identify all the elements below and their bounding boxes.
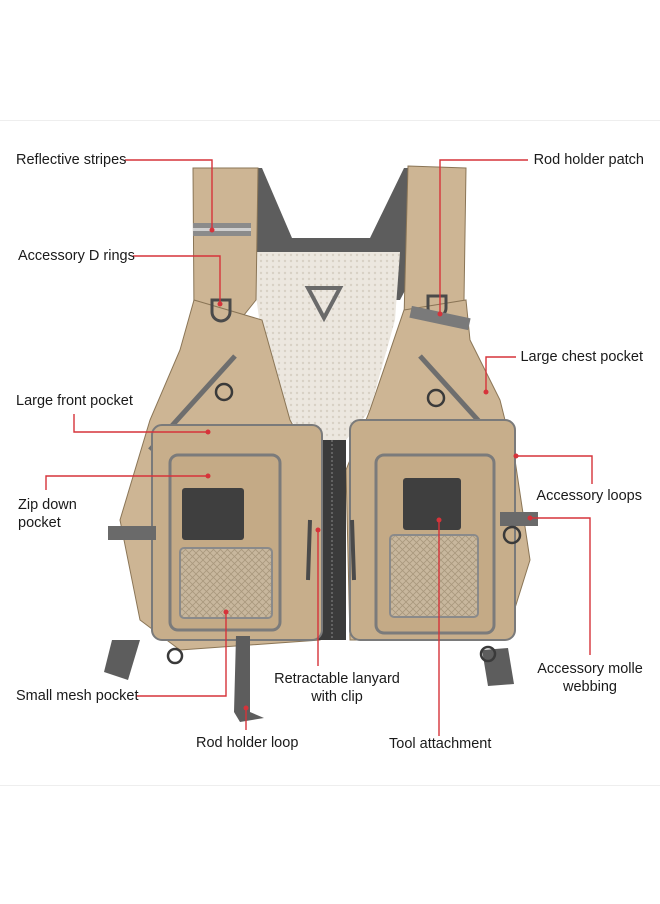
label-tool-attachment: Tool attachment [389, 736, 492, 752]
zipper-clip [426, 388, 446, 408]
accessory-loop-clip [166, 647, 184, 665]
label-large-chest-pocket: Large chest pocket [520, 349, 643, 365]
left-side-webbing [108, 526, 156, 540]
right-mesh-pocket [389, 534, 479, 618]
label-accessory-molle-line2: webbing [562, 679, 617, 695]
label-accessory-d-rings: Accessory D rings [18, 248, 135, 264]
label-reflective-stripes: Reflective stripes [16, 152, 127, 168]
accessory-loop-clip [502, 525, 522, 545]
label-zip-down-line1: Zip down [18, 497, 77, 513]
mesh-back-panel [250, 252, 400, 460]
left-bottom-strap [104, 640, 140, 680]
d-ring-left [210, 298, 232, 323]
label-rod-holder-patch: Rod holder patch [533, 152, 644, 168]
d-ring-center [304, 286, 344, 323]
left-mesh-pocket [179, 547, 273, 619]
label-accessory-loops: Accessory loops [536, 488, 642, 504]
label-small-mesh-pocket: Small mesh pocket [16, 688, 139, 704]
label-retractable-lanyard-line2: with clip [311, 689, 363, 705]
right-tool-patch [403, 478, 461, 530]
right-side-webbing [500, 512, 538, 526]
accessory-loop-clip [479, 645, 497, 663]
label-zip-down-line2: pocket [18, 515, 61, 531]
callout-lines [45, 159, 593, 736]
rod-holder-patch [409, 305, 471, 331]
rod-holder-loop [234, 636, 264, 722]
label-retractable-lanyard-line1: Retractable lanyard [274, 671, 400, 687]
image-frame [0, 120, 660, 786]
zipper-clip [214, 382, 234, 402]
label-accessory-molle-line1: Accessory molle [537, 661, 643, 677]
label-rod-holder-loop: Rod holder loop [196, 735, 299, 751]
left-tool-patch [182, 488, 244, 540]
label-large-front-pocket: Large front pocket [16, 393, 133, 409]
right-bottom-strap [482, 648, 514, 686]
lanyard-clip [306, 519, 356, 581]
